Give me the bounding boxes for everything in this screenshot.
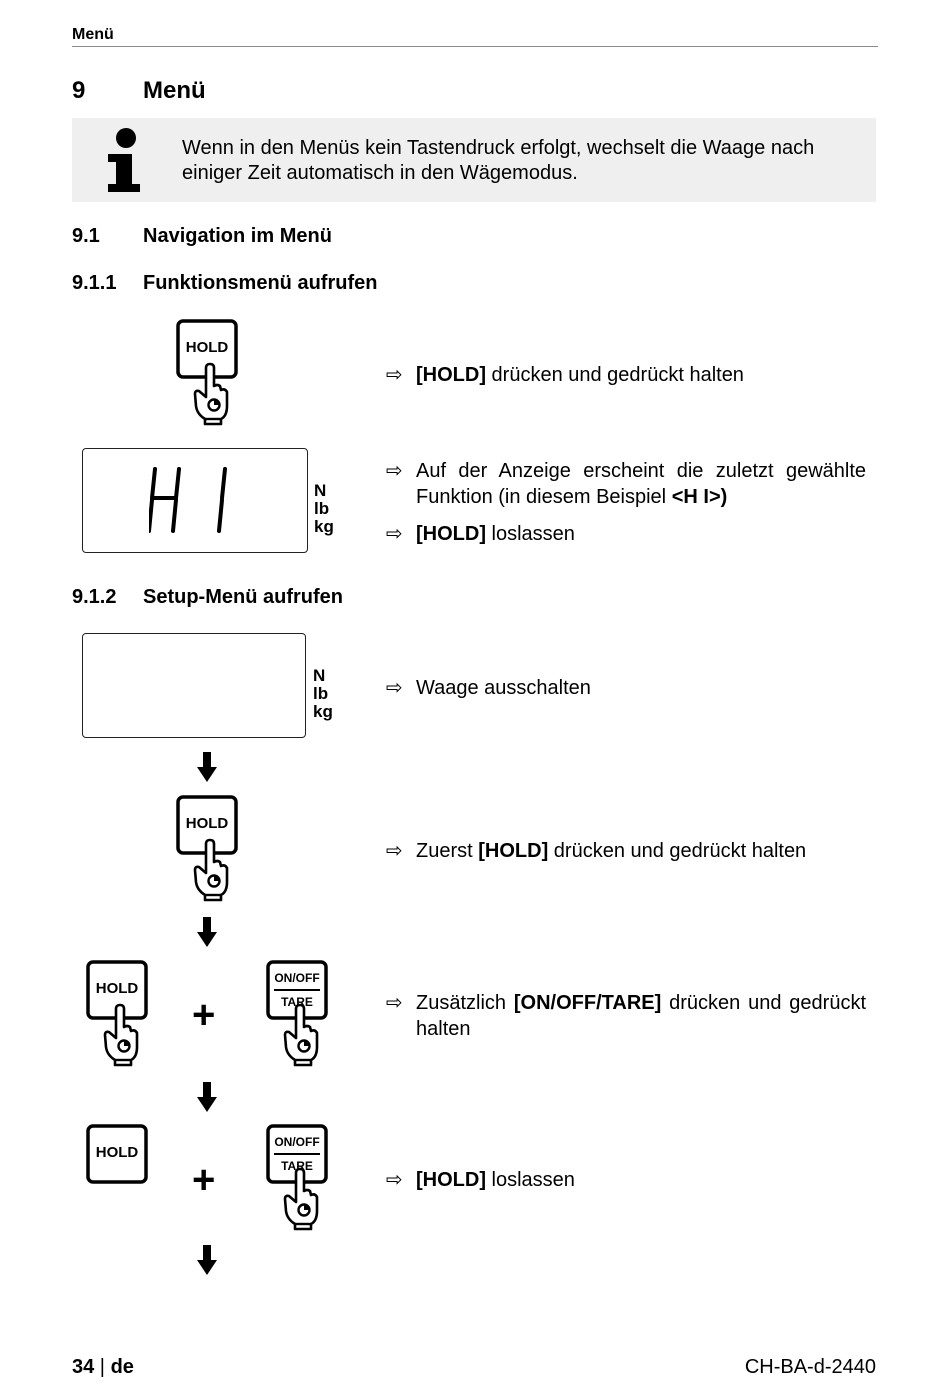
display-code: H I [683,486,709,508]
pressing-hand-icon [283,1003,319,1067]
tare-label: TARE [281,995,313,1009]
bullet-arrow-icon: ⇨ [386,1169,403,1191]
on-off-label: ON/OFF [274,1135,320,1149]
bullet-arrow-icon: ⇨ [386,677,403,699]
pressing-hand-icon [283,1167,319,1231]
hold-key: HOLD [86,960,148,1022]
on-off-tare-key: ON/OFF TARE [266,960,328,1022]
bullet-arrow-icon: ⇨ [386,840,403,862]
hold-key: HOLD [86,1124,148,1186]
hold-key-label: HOLD [95,1144,139,1161]
unit-kg: kg [313,702,333,721]
down-arrow-icon [197,1245,217,1275]
subsection-title: Navigation im Menü [143,225,332,247]
hold-key-label: HOLD [95,980,139,997]
section-title: Menü [143,77,206,104]
unit-n: N [314,481,327,500]
info-box [72,118,876,202]
key-reference: [ON/OFF/TARE] [513,992,662,1014]
pressing-hand-icon [103,1003,139,1067]
info-icon [108,128,140,192]
subsubsection-title: Funktionsmenü aufrufen [143,272,378,294]
bullet-arrow-icon: ⇨ [386,364,403,386]
unit-lb: lb [313,684,329,703]
unit-labels: N lb kg [314,482,334,536]
section-number: 9 [72,77,86,104]
subsubsection-number: 9.1.1 [72,272,117,294]
hold-key-label: HOLD [185,339,229,356]
lcd-display-blank [82,633,306,738]
step-item: ⇨ Auf der Anzeige erscheint die zuletzt … [386,460,866,508]
page-number: 34 [72,1356,95,1378]
language-code: de [110,1356,134,1378]
tare-label: TARE [281,1159,313,1173]
running-header: Menü [72,26,114,43]
on-off-tare-key: ON/OFF TARE [266,1124,328,1186]
plus-sign: + [192,993,216,1037]
unit-n: N [313,666,326,685]
subsection-number: 9.1 [72,225,100,247]
down-arrow-icon [197,1082,217,1112]
key-reference: [HOLD] [416,364,486,386]
on-off-label: ON/OFF [274,971,320,985]
down-arrow-icon [197,752,217,782]
down-arrow-icon [197,917,217,947]
hold-key-label: HOLD [185,815,229,832]
pressing-hand-icon [193,838,229,902]
header-rule [72,46,878,47]
unit-kg: kg [314,517,334,536]
unit-labels: N lb kg [313,667,333,721]
plus-sign: + [192,1158,216,1202]
page-footer-left: 34 | de [72,1356,134,1378]
lcd-code-graphic [149,467,227,533]
lcd-display: H1 [82,448,308,553]
key-reference: [HOLD] [416,1169,486,1191]
hold-key: HOLD [176,795,238,857]
bullet-arrow-icon: ⇨ [386,992,403,1014]
unit-lb: lb [314,499,330,518]
document-id: CH-BA-d-2440 [744,1356,876,1378]
subsubsection-number: 9.1.2 [72,586,117,608]
key-reference: [HOLD] [416,523,486,545]
bullet-arrow-icon: ⇨ [386,523,403,545]
subsubsection-title: Setup-Menü aufrufen [143,586,343,608]
pressing-hand-icon [193,362,229,426]
info-text: Wenn in den Menüs kein Tastendruck erfol… [182,137,815,184]
bullet-arrow-icon: ⇨ [386,460,403,482]
key-reference: [HOLD] [478,840,549,862]
hold-key: HOLD [176,319,238,381]
